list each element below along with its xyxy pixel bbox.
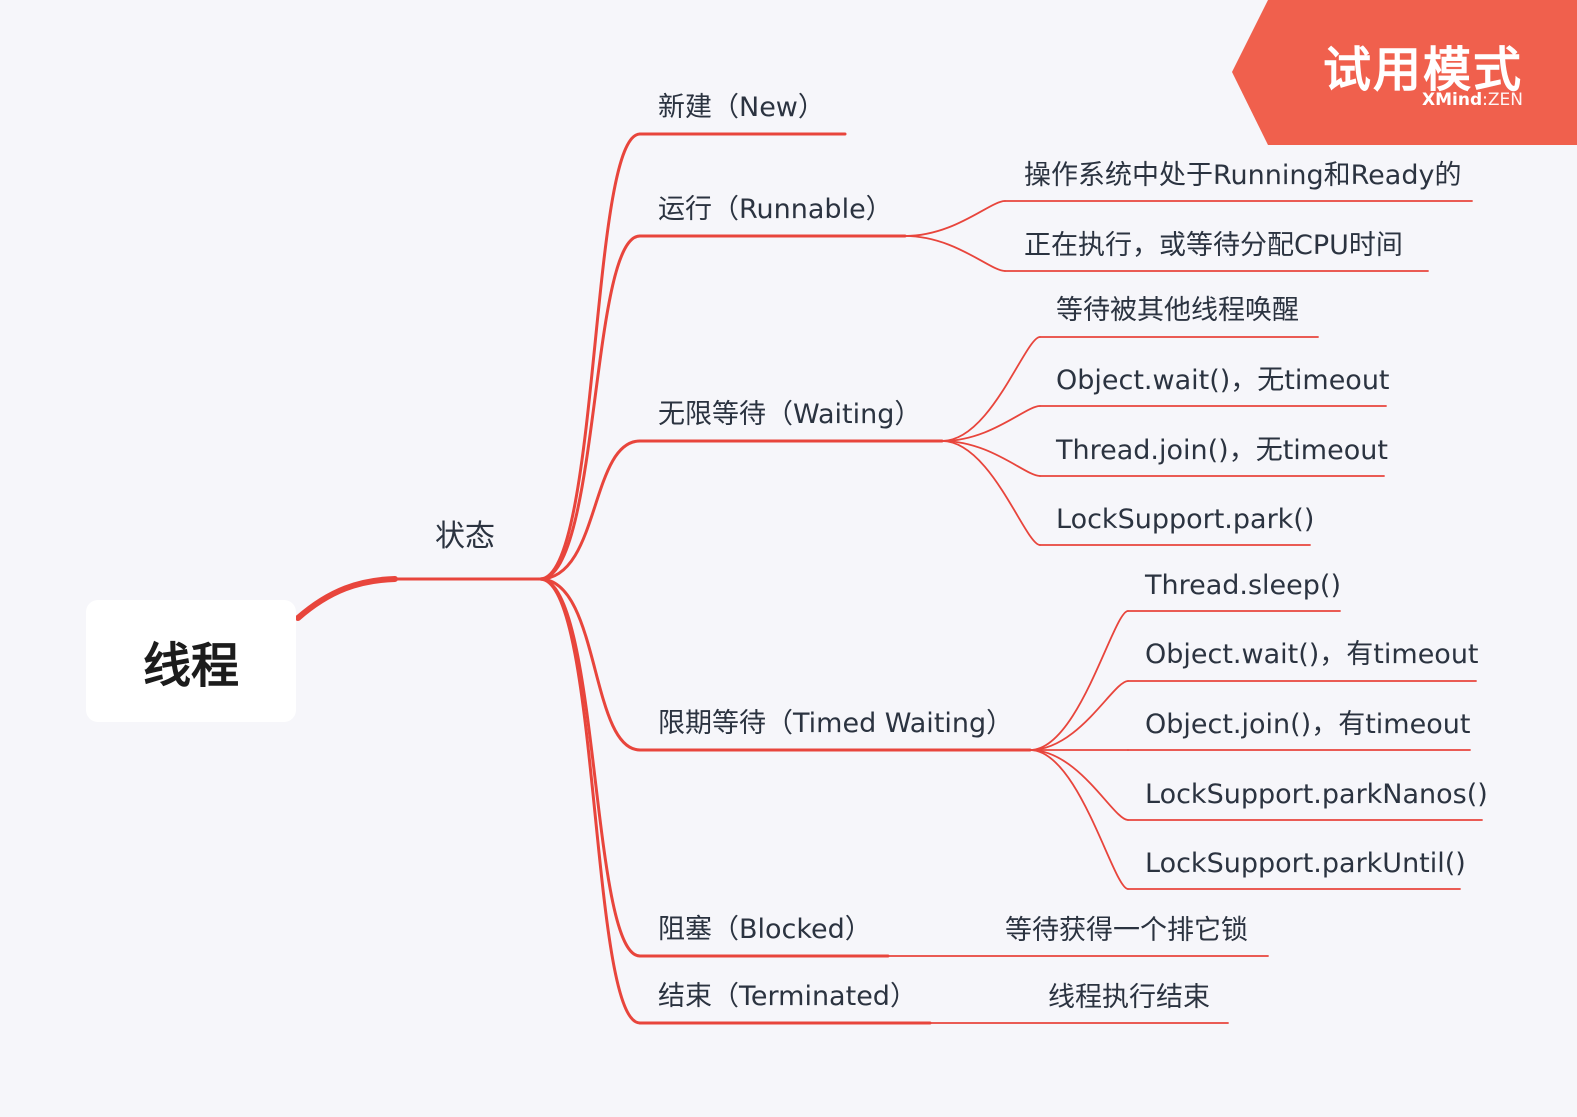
branch-waiting[interactable]: 无限等待（Waiting） [658, 399, 922, 430]
leaf-timed-2[interactable]: Object.wait()，有timeout [1145, 639, 1479, 670]
branch-timed-waiting[interactable]: 限期等待（Timed Waiting） [658, 708, 1014, 739]
connector-root-main [295, 576, 398, 621]
leaf-timed-3[interactable]: Object.join()，有timeout [1145, 709, 1471, 740]
connector-waiting-0 [941, 336, 1041, 442]
leaf-timed-5[interactable]: LockSupport.parkUntil() [1145, 848, 1466, 879]
badge-shape [1232, 0, 1577, 145]
connector-branch-5 [538, 577, 642, 1025]
leaf-waiting-1[interactable]: 等待被其他线程唤醒 [1056, 295, 1299, 326]
connector-timed-3 [1029, 749, 1129, 821]
main-topic-status[interactable]: 状态 [435, 519, 495, 554]
connector-waiting-1 [941, 405, 1041, 442]
branch-runnable[interactable]: 运行（Runnable） [658, 194, 893, 225]
badge-title: 试用模式 [1322, 42, 1523, 98]
connector-waiting-3 [941, 440, 1041, 546]
connector-branch-0 [538, 132, 642, 581]
connector-timed-0 [1029, 610, 1129, 751]
connector-branch-1 [538, 234, 642, 581]
trial-mode-badge: 试用模式 XMind:ZEN [1232, 0, 1577, 145]
leaf-timed-1[interactable]: Thread.sleep() [1145, 570, 1341, 601]
connector-timed-1 [1029, 680, 1129, 751]
connector-timed-4 [1029, 749, 1129, 890]
branch-blocked[interactable]: 阻塞（Blocked） [658, 914, 872, 945]
branch-new[interactable]: 新建（New） [658, 92, 825, 123]
connector-runnable-0 [904, 200, 1006, 237]
badge-separator: : [1482, 90, 1488, 110]
badge-subtitle: XMind:ZEN [1422, 90, 1523, 110]
badge-edition: ZEN [1487, 90, 1523, 110]
connector-branch-3 [538, 577, 642, 752]
root-topic[interactable]: 线程 [86, 600, 296, 722]
badge-brand: XMind [1422, 90, 1483, 110]
leaf-waiting-4[interactable]: LockSupport.park() [1056, 504, 1315, 535]
connector-branch-2 [538, 439, 642, 581]
leaf-waiting-2[interactable]: Object.wait()，无timeout [1056, 365, 1390, 396]
leaf-runnable-1[interactable]: 操作系统中处于Running和Ready的 [1024, 160, 1462, 191]
branch-terminated[interactable]: 结束（Terminated） [658, 981, 917, 1012]
connector-waiting-2 [941, 440, 1041, 477]
leaf-waiting-3[interactable]: Thread.join()，无timeout [1056, 435, 1388, 466]
leaf-terminated-1[interactable]: 线程执行结束 [1048, 982, 1210, 1013]
leaf-timed-4[interactable]: LockSupport.parkNanos() [1145, 779, 1488, 810]
connector-runnable-1 [904, 235, 1006, 272]
leaf-blocked-1[interactable]: 等待获得一个排它锁 [1005, 915, 1248, 946]
leaf-runnable-2[interactable]: 正在执行，或等待分配CPU时间 [1024, 230, 1403, 261]
